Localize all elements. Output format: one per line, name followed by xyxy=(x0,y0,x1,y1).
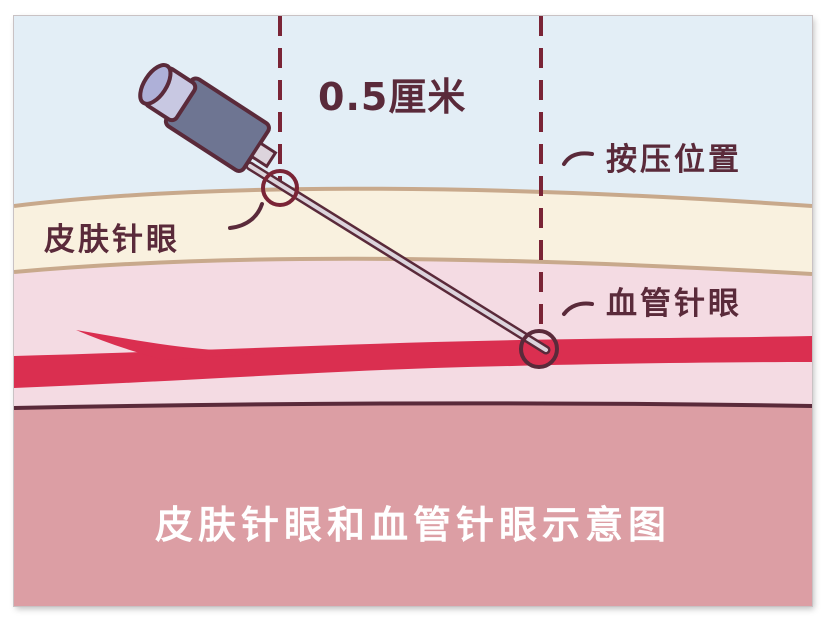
press-callout-line xyxy=(562,151,594,166)
skin-lower-line xyxy=(14,256,812,276)
needle-hub xyxy=(138,63,278,173)
skin-callout-line xyxy=(228,202,264,230)
muscle-boundary-line xyxy=(14,401,812,410)
cross-section-illustration xyxy=(14,16,812,606)
press-position-label: 按压位置 xyxy=(606,142,742,178)
diagram-caption: 皮肤针眼和血管针眼示意图 xyxy=(154,503,671,547)
skin-puncture-circle xyxy=(261,169,299,207)
vessel-callout-line xyxy=(562,301,594,316)
needle-shaft-highlight xyxy=(248,164,548,352)
vessel-puncture-label: 血管针眼 xyxy=(606,286,742,322)
diagram-frame: 0.5厘米 按压位置 皮肤针眼 血管针眼 皮肤针眼和血管针眼示意图 xyxy=(14,16,812,606)
skin-layer xyxy=(14,188,812,274)
vessel-puncture-circle xyxy=(519,329,559,369)
blood-vessel-branch xyxy=(76,330,254,360)
skin-surface-line xyxy=(14,186,812,208)
skin-puncture-label: 皮肤针眼 xyxy=(44,222,180,258)
blood-vessel xyxy=(14,336,812,388)
distance-label: 0.5厘米 xyxy=(318,75,467,119)
muscle-layer xyxy=(14,403,812,606)
